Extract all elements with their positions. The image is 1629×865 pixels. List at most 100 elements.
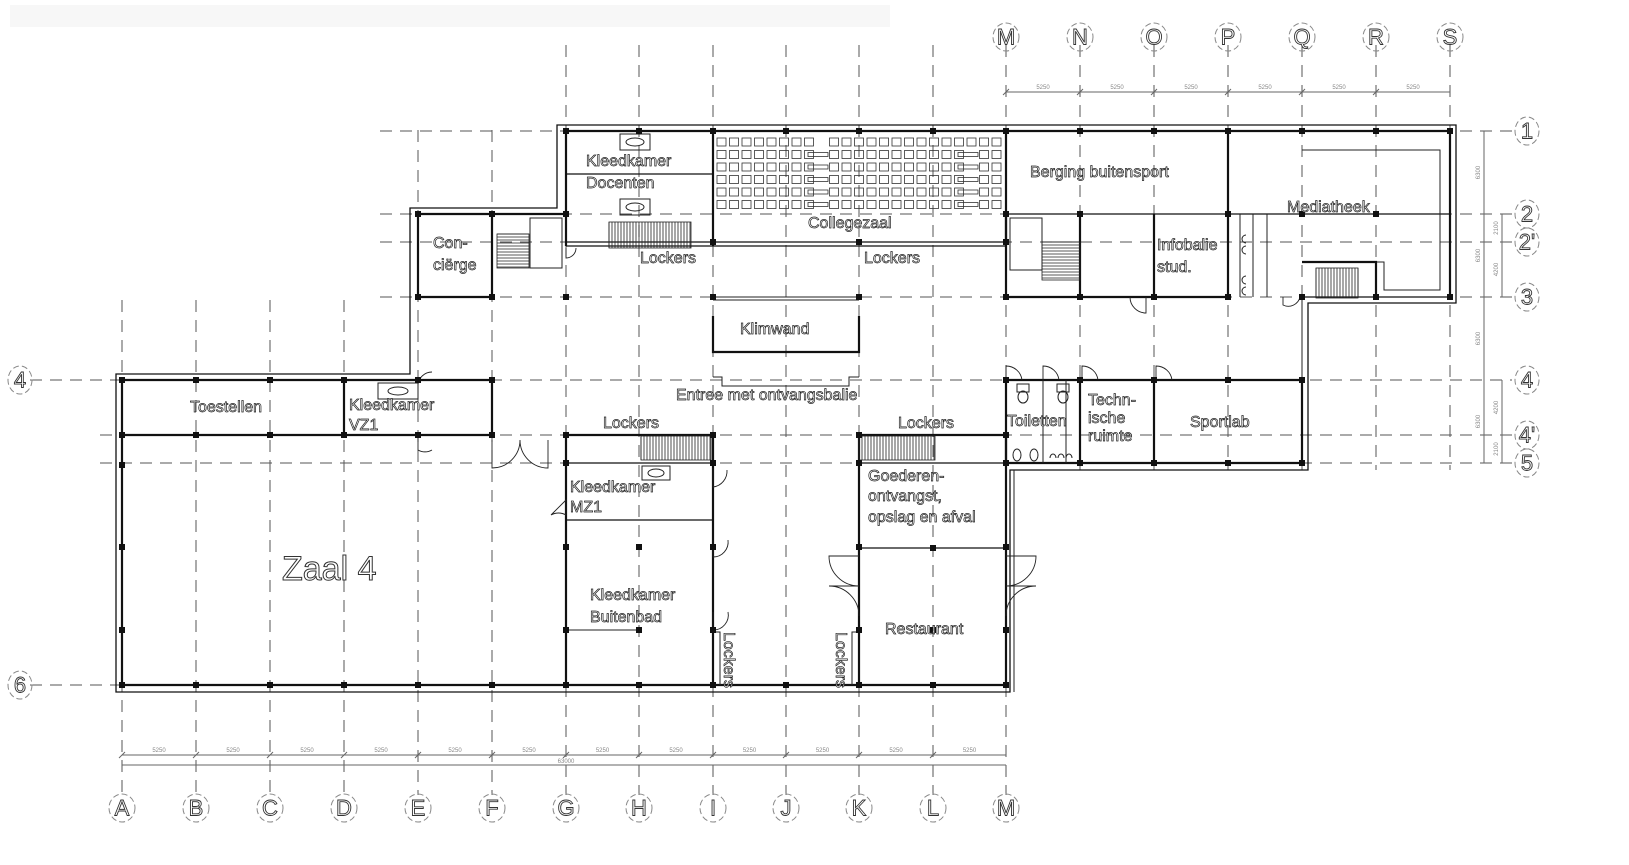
stair-concierge xyxy=(496,233,530,269)
grid-label-2: 2 xyxy=(1521,202,1533,227)
column xyxy=(1151,460,1157,466)
toilet-icon xyxy=(1056,383,1070,404)
aisle-step xyxy=(807,189,829,195)
urinal-icon xyxy=(1049,453,1073,459)
dimension-label: 2100 xyxy=(1494,221,1500,235)
column xyxy=(563,294,569,300)
dimension-label: 5250 xyxy=(889,748,903,754)
dimension-tick xyxy=(855,751,863,759)
grid-bubble-L xyxy=(919,793,947,823)
seat xyxy=(991,150,1002,159)
seat xyxy=(729,137,739,147)
seat xyxy=(879,187,889,197)
column xyxy=(1003,128,1009,134)
dimension-label: 5250 xyxy=(1258,85,1272,91)
column xyxy=(267,682,273,688)
grid-bubble-5 xyxy=(1514,448,1540,478)
grid-bubble-S xyxy=(1436,22,1464,52)
seat xyxy=(766,137,777,147)
column xyxy=(1077,460,1083,466)
grid-bubble-6 xyxy=(7,670,33,700)
seat xyxy=(754,200,764,209)
stair-lockers-west xyxy=(640,435,712,461)
dimension-label: 5250 xyxy=(522,748,536,754)
dimension-tick xyxy=(1224,88,1232,96)
column xyxy=(563,682,569,688)
column xyxy=(710,432,716,438)
grid-bubble-N xyxy=(1066,22,1094,52)
dimension-label: 5250 xyxy=(300,748,314,754)
grid-bubble-J xyxy=(772,793,800,823)
column xyxy=(1299,211,1305,217)
column xyxy=(636,627,642,633)
column xyxy=(856,239,862,245)
grid-bubble-K xyxy=(845,793,873,823)
wall xyxy=(342,380,494,435)
seat xyxy=(966,137,977,147)
seat xyxy=(716,175,727,184)
room-label-lockers: Lockers xyxy=(832,632,849,688)
seat xyxy=(791,200,802,209)
grid-bubble-E xyxy=(404,793,432,823)
dimension-tick xyxy=(1002,88,1010,96)
seat xyxy=(954,187,964,197)
grid-bubble-P xyxy=(1214,22,1242,52)
aisle-step xyxy=(957,177,979,182)
column xyxy=(489,432,495,438)
room-label-entree: Entree met ontvangsbalie xyxy=(676,387,858,404)
room-label-toestellen: Toestellen xyxy=(190,399,262,416)
seat xyxy=(954,175,964,184)
seat xyxy=(854,175,864,184)
seat xyxy=(841,200,852,209)
column xyxy=(930,627,936,633)
dimension-tick xyxy=(1298,88,1306,96)
seat xyxy=(829,187,839,197)
seat xyxy=(904,175,914,184)
seat xyxy=(804,150,814,159)
grid-bubble-O xyxy=(1140,22,1168,52)
dimension-label: 6300 xyxy=(1476,248,1482,262)
seat xyxy=(941,175,952,184)
grid-label-G: G xyxy=(557,796,574,821)
room-label-lockers: Lockers xyxy=(864,250,920,267)
column xyxy=(856,544,862,550)
seat xyxy=(791,187,802,197)
seat xyxy=(791,162,802,172)
seat xyxy=(979,150,989,159)
room-label-lockers: Lockers xyxy=(603,415,659,432)
grid-bubble-1 xyxy=(1514,116,1540,146)
sink-icon xyxy=(377,382,419,400)
room-label-mediatheek: Mediatheek xyxy=(1287,199,1371,216)
door-mediatheek xyxy=(1282,296,1301,307)
seat xyxy=(779,187,789,197)
seat xyxy=(891,162,902,172)
room-label-zaal4: Zaal 4 xyxy=(282,550,377,588)
dimension-label: 5250 xyxy=(1036,85,1050,91)
dimension-label: 5250 xyxy=(374,748,388,754)
column xyxy=(415,377,421,383)
wall xyxy=(1004,380,1304,463)
lift-shaft xyxy=(529,217,563,269)
seat xyxy=(829,200,839,209)
wall xyxy=(120,380,1006,687)
toilet-icon xyxy=(1012,448,1039,462)
column xyxy=(1077,211,1083,217)
column xyxy=(636,544,642,550)
seat xyxy=(991,137,1002,147)
seat xyxy=(766,150,777,159)
column xyxy=(856,128,862,134)
building-outline xyxy=(115,124,1457,693)
grid-bubble-G xyxy=(552,793,580,823)
dimension-tick xyxy=(635,751,643,759)
seat xyxy=(779,137,789,147)
dimension-label: 5250 xyxy=(1184,85,1198,91)
column xyxy=(489,294,495,300)
seat xyxy=(804,200,814,209)
grid-bubble-H xyxy=(625,793,653,823)
column xyxy=(710,239,716,245)
grid-bubble-I xyxy=(699,793,727,823)
seat xyxy=(779,200,789,209)
